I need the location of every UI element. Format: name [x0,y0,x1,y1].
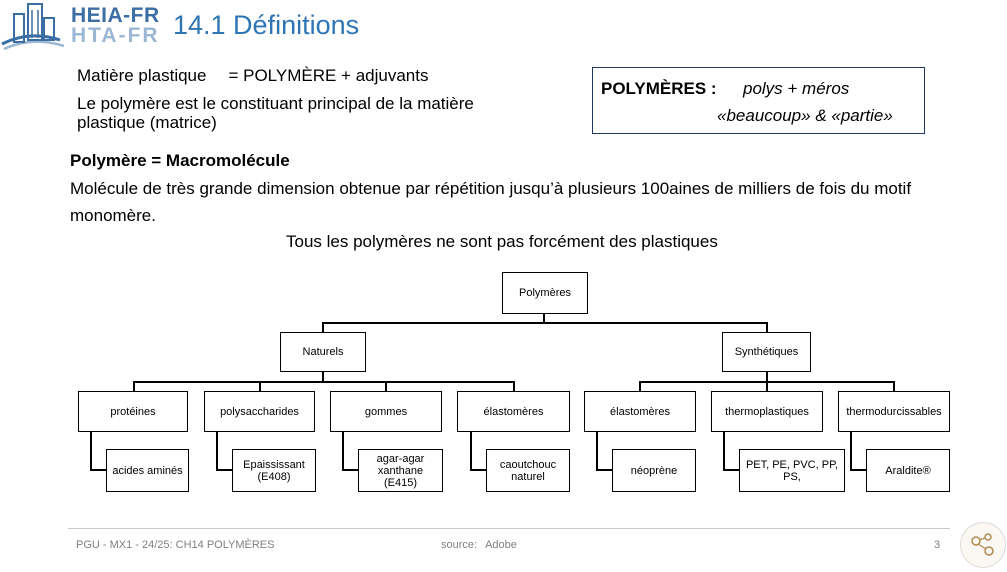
definition-right: = POLYMÈRE + adjuvants [228,66,429,85]
etymology-label: POLYMÈRES : [601,79,717,98]
node-proteines: protéines [78,391,188,432]
page-title: 14.1 Définitions [173,10,360,40]
molecule-badge-icon [960,522,1006,568]
connector-elastomeres-syn [639,381,641,392]
elbow-thermo-h [723,469,741,471]
footer-source-label: source: [441,539,478,551]
plastics-note: Tous les polymères ne sont pas forcément… [286,232,718,251]
connector-naturels [322,322,324,333]
epaississant-line1: Epaississant [243,458,305,471]
node-elastomeres-synthetiques: élastomères [584,391,696,432]
node-polysaccharides: polysaccharides [204,391,315,432]
logo-text-heia: HEIA-FR [71,4,160,27]
node-agar-agar: agar-agar xanthane (E415) [358,449,443,492]
definition-sentence: Le polymère est le constituant principal… [77,94,474,132]
elbow-araldite-h [850,469,868,471]
connector-elastomeres-nat [513,381,515,392]
connector-naturels-down [322,371,324,382]
agar-line1: agar-agar [376,452,425,465]
building-logo-icon [1,3,65,51]
connector-thermoplastiques [766,381,768,392]
footer-source-value: Adobe [485,539,517,551]
definition-line: Matière plastique = POLYMÈRE + adjuvants [77,66,428,86]
connector-gommes [385,381,387,392]
elbow-neoprene-h [596,469,614,471]
logo-text-hta: HTA-FR [71,24,160,47]
connector-thermodurcissables [893,381,895,392]
elbow-araldite [850,431,852,471]
node-naturels: Naturels [280,332,366,372]
macromolecule-heading: Polymère = Macromolécule [70,151,290,170]
footer-divider [68,528,950,529]
epaississant-line2: (E408) [257,470,291,483]
connector-proteines [133,381,135,392]
node-epaississant: Epaississant (E408) [232,449,316,492]
caoutchouc-line2: naturel [511,470,545,483]
node-acides-amines: acides aminés [106,449,189,492]
node-araldite: Araldite® [866,449,950,492]
connector-synthetiques [766,322,768,333]
elbow-caoutchouc-h [470,469,488,471]
node-neoprene: néoprène [612,449,696,492]
definition-left: Matière plastique [77,66,207,85]
connector-level1 [322,322,768,324]
node-synthetiques: Synthétiques [722,332,811,372]
footer-source: source: Adobe [441,539,517,551]
macromolecule-text: Molécule de très grande dimension obtenu… [70,179,912,225]
node-gommes: gommes [330,391,442,432]
node-thermoplastics-examples: PET, PE, PVC, PP, PS, [739,449,845,492]
page-number: 3 [934,539,941,551]
elbow-acides-h [90,469,108,471]
connector-naturels-row [133,381,515,383]
etymology-box [592,67,925,134]
node-thermodurcissables: thermodurcissables [838,391,950,432]
elbow-caoutchouc [470,431,472,471]
agar-line2: xanthane [377,464,424,477]
elbow-acides [90,431,92,471]
school-logo [0,0,165,52]
etymology-meaning: «beaucoup» & «partie» [717,106,893,125]
elbow-epaissisant [216,431,218,471]
node-elastomeres-naturels: élastomères [457,391,570,432]
elbow-neoprene [596,431,598,471]
agar-line3: (E415) [383,476,418,489]
elbow-epaissisant-h [216,469,234,471]
caoutchouc-line1: caoutchouc [499,458,557,471]
node-caoutchouc: caoutchouc naturel [486,449,570,492]
elbow-agar [342,431,344,471]
elbow-thermo [723,431,725,471]
elbow-agar-h [342,469,360,471]
footer-course: PGU - MX1 - 24/25: CH14 POLYMÈRES [76,539,275,551]
connector-synthetiques-down [766,371,768,382]
etymology-roots: polys + méros [743,79,850,98]
node-polymeres: Polymères [502,272,588,314]
connector-root [543,313,545,323]
connector-polysaccharides [259,381,261,392]
node-thermoplastiques: thermoplastiques [711,391,823,432]
